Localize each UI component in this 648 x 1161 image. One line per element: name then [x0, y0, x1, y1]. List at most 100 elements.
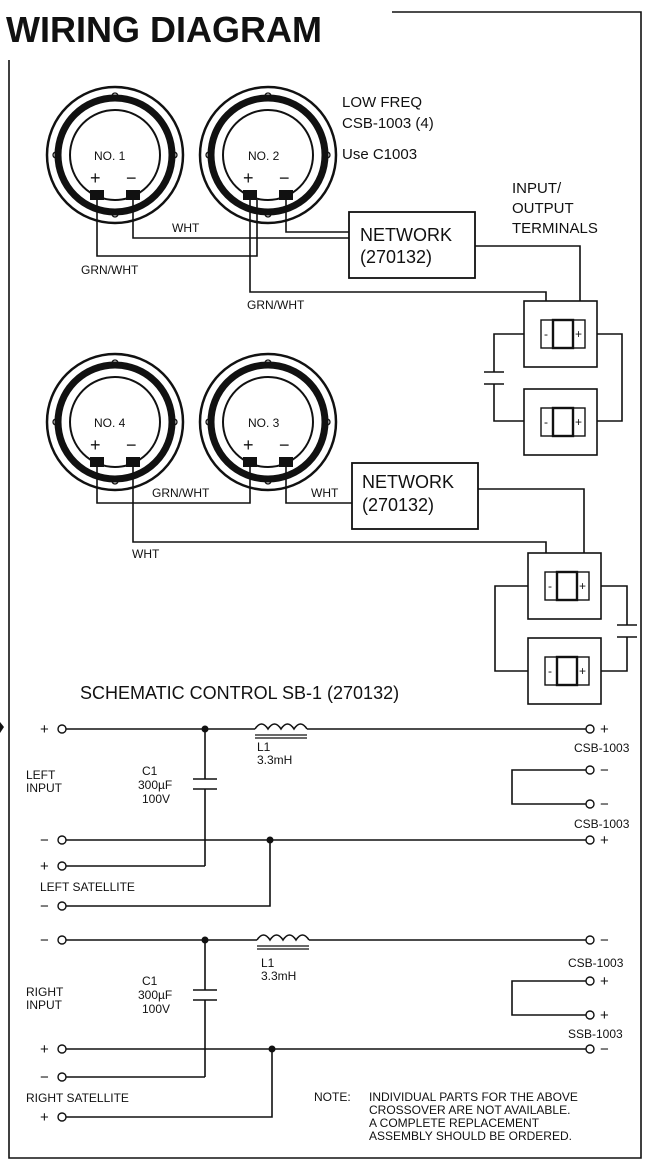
mount-hole: [323, 151, 331, 159]
note-line: A COMPLETE REPLACEMENT: [369, 1116, 540, 1130]
note-heading: NOTE:: [314, 1090, 351, 1104]
note-line: INDIVIDUAL PARTS FOR THE ABOVE: [369, 1090, 578, 1104]
terminal-cup-1: - +: [523, 300, 598, 368]
left-input-label: LEFT: [26, 768, 56, 782]
terminal-node: [57, 1112, 67, 1122]
terminals-label: INPUT/ OUTPUT TERMINALS: [512, 180, 598, 237]
wire-label: GRN/WHT: [247, 298, 305, 312]
terminal-node: [57, 724, 67, 734]
terminal-node: [585, 835, 595, 845]
terminal-node: [57, 901, 67, 911]
note-line: CROSSOVER ARE NOT AVAILABLE.: [369, 1103, 570, 1117]
wire-label: WHT: [311, 486, 339, 500]
terminals-line: OUTPUT: [512, 200, 574, 217]
terminal-node: [585, 724, 595, 734]
plus-sign: +: [243, 168, 254, 188]
mount-hole: [264, 359, 272, 367]
low-freq-label: LOW FREQ CSB-1003 (4) Use C1003: [342, 94, 434, 163]
network-box-bottom: NETWORK (270132): [351, 462, 479, 530]
terminal-tab: [126, 190, 140, 200]
sign: +: [600, 973, 609, 990]
l1-value: 3.3mH: [257, 753, 292, 767]
mount-hole: [111, 92, 119, 100]
mount-hole: [264, 210, 272, 218]
note: NOTE: INDIVIDUAL PARTS FOR THE ABOVE CRO…: [314, 1090, 578, 1143]
l1-label: L1: [261, 956, 275, 970]
right-input-label: RIGHT: [26, 985, 64, 999]
terminal-node: [585, 935, 595, 945]
minus-sign: −: [126, 435, 137, 455]
minus-sign: −: [126, 168, 137, 188]
sign: −: [600, 762, 609, 779]
plus-mark: +: [575, 327, 582, 341]
terminal-tab: [126, 457, 140, 467]
mount-hole: [111, 359, 119, 367]
mount-hole: [170, 418, 178, 426]
speaker-no3: NO. 3 + −: [198, 352, 338, 492]
terminal-tab: [243, 457, 257, 467]
minus-mark: -: [544, 327, 548, 341]
network-name: NETWORK: [362, 472, 454, 492]
schematic-left: + + L1 3.3mH C1 300µF 100V LEFT INPUT CS…: [26, 721, 630, 915]
use-line: Use C1003: [342, 146, 417, 163]
terminal-node: [585, 1010, 595, 1020]
sign: −: [600, 796, 609, 813]
terminal-tab: [243, 190, 257, 200]
l1-label: L1: [257, 740, 271, 754]
terminal-tab: [90, 190, 104, 200]
c1-voltage: 100V: [142, 792, 170, 806]
plus-mark: +: [579, 579, 586, 593]
plus-mark: +: [575, 415, 582, 429]
minus-mark: -: [548, 579, 552, 593]
c1-label: C1: [142, 764, 158, 778]
sign: −: [40, 1069, 49, 1086]
sign: +: [40, 1041, 49, 1058]
terminal-tab: [279, 190, 293, 200]
c1-label: C1: [142, 974, 158, 988]
output-label: CSB-1003: [574, 817, 630, 831]
sign: +: [600, 832, 609, 849]
speaker-label-no2: NO. 2: [248, 149, 280, 163]
terminal-cup-4: - +: [527, 637, 602, 705]
minus-mark: -: [548, 664, 552, 678]
left-satellite-label: LEFT SATELLITE: [40, 880, 135, 894]
right-input-label: INPUT: [26, 998, 63, 1012]
network-box-top: NETWORK (270132): [348, 211, 476, 279]
terminal-node: [585, 765, 595, 775]
plus-sign: +: [243, 435, 254, 455]
terminal-node: [57, 861, 67, 871]
sign: +: [600, 1007, 609, 1024]
wire-label: WHT: [172, 221, 200, 235]
speaker-no4: NO. 4 + −: [45, 352, 185, 492]
outer-frame: [8, 11, 642, 1159]
top-wiring: WHT GRN/WHT GRN/WHT: [81, 200, 623, 422]
terminal-node: [57, 835, 67, 845]
minus-mark: -: [544, 415, 548, 429]
note-line: ASSEMBLY SHOULD BE ORDERED.: [369, 1129, 572, 1143]
terminal-node: [585, 799, 595, 809]
output-label: CSB-1003: [574, 741, 630, 755]
sign: −: [600, 932, 609, 949]
right-satellite-label: RIGHT SATELLITE: [26, 1091, 129, 1105]
terminals-line: INPUT/: [512, 180, 562, 197]
model-line: CSB-1003 (4): [342, 115, 434, 132]
terminals-line: TERMINALS: [512, 220, 598, 237]
sign: −: [40, 832, 49, 849]
mount-hole: [205, 151, 213, 159]
l1-value: 3.3mH: [261, 969, 296, 983]
sign: +: [600, 721, 609, 738]
wire-label: GRN/WHT: [152, 486, 210, 500]
left-input-label: INPUT: [26, 781, 63, 795]
wire-label: WHT: [132, 547, 160, 561]
terminal-node: [57, 935, 67, 945]
output-label: CSB-1003: [568, 956, 624, 970]
sign: −: [600, 1041, 609, 1058]
terminal-cup-3: - +: [527, 552, 602, 620]
mount-hole: [264, 92, 272, 100]
mount-hole: [52, 418, 60, 426]
mount-hole: [205, 418, 213, 426]
low-freq-line: LOW FREQ: [342, 94, 422, 111]
schematic-right: − − L1 3.3mH C1 300µF 100V RIGHT INPUT C…: [26, 932, 624, 1126]
sign: +: [40, 721, 49, 738]
plus-sign: +: [90, 435, 101, 455]
